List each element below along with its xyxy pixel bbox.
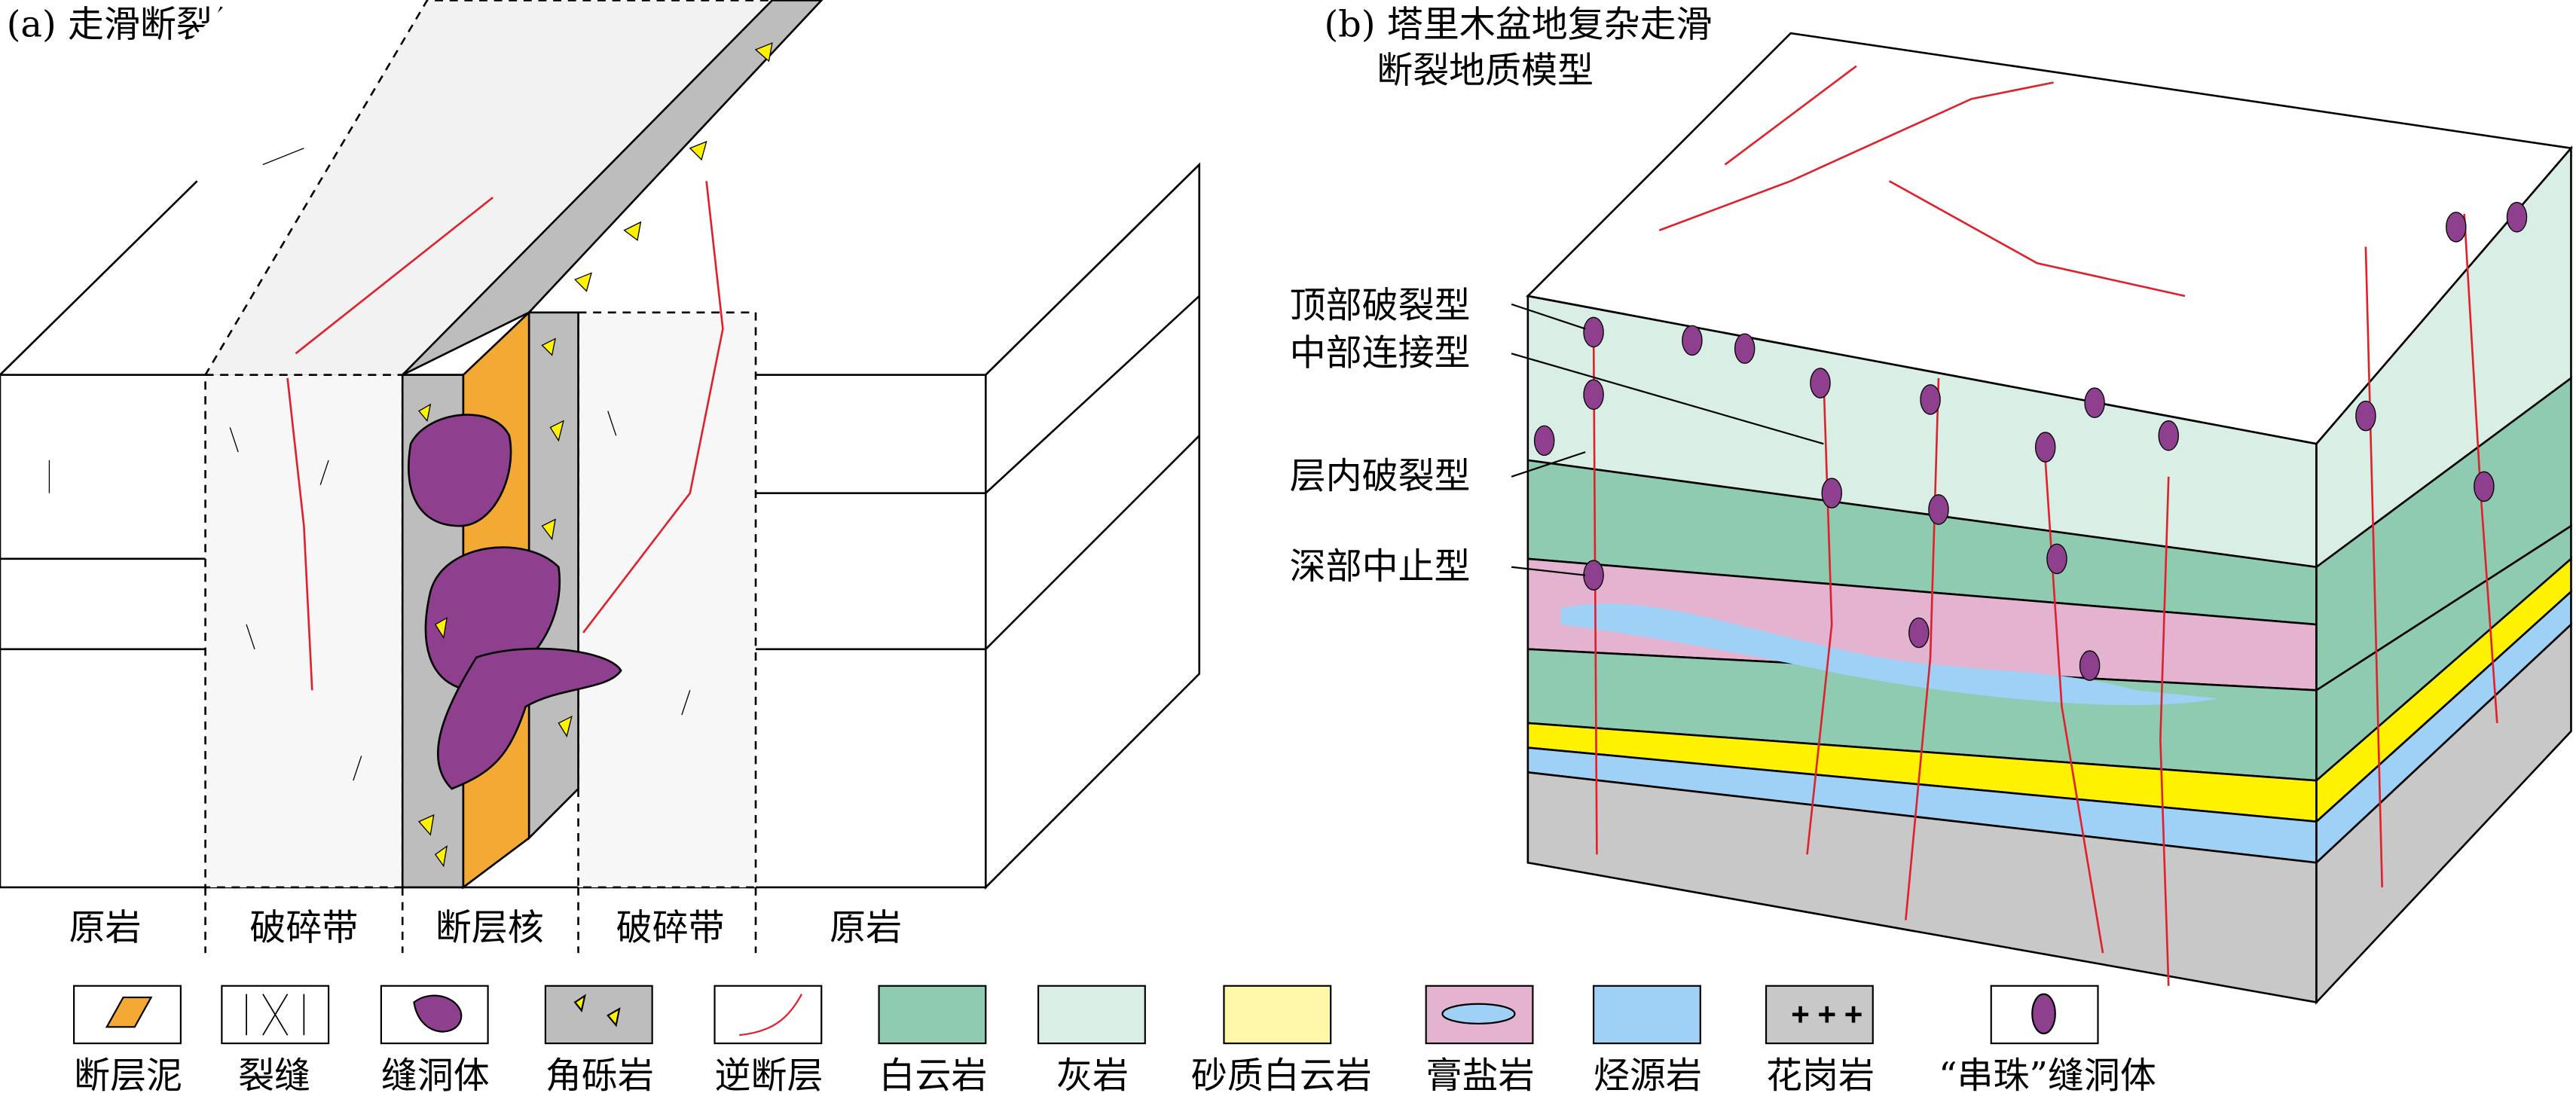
legend-label: 膏盐岩 <box>1426 1055 1535 1093</box>
legend-item-dolomite <box>878 985 987 1045</box>
legend-item-gypsum-salt <box>1425 985 1534 1045</box>
legend-item-sandy-dolomite <box>1223 985 1332 1045</box>
zone-label-fault-core: 断层核 <box>435 907 544 949</box>
legend-label: 白云岩 <box>879 1055 988 1093</box>
zone-label-host-rock-right: 原岩 <box>830 907 902 949</box>
legend-label: 缝洞体 <box>381 1055 490 1093</box>
zone-label-damage-zone-left: 破碎带 <box>249 907 358 949</box>
legend-label: 花岗岩 <box>1766 1055 1875 1093</box>
legend-item-reverse-fault <box>714 985 823 1045</box>
legend-item-source-rock <box>1592 985 1701 1045</box>
legend-item-granite: + + + <box>1765 985 1874 1045</box>
zone-label-damage-zone-right: 破碎带 <box>616 907 725 949</box>
legend-item-limestone <box>1037 985 1146 1045</box>
legend-item-breccia <box>544 985 653 1045</box>
legend-label: 砂质白云岩 <box>1191 1055 1372 1093</box>
legend-label: 角砾岩 <box>545 1055 654 1093</box>
legend: + + + <box>73 985 2099 1045</box>
legend-label: 逆断层 <box>715 1055 824 1093</box>
strike-slip-block-model <box>0 0 1201 954</box>
legend-item-fault-gouge <box>73 985 182 1045</box>
legend-label: “串珠”缝洞体 <box>1939 1055 2156 1093</box>
legend-item-cave <box>380 985 489 1045</box>
legend-item-beaded-cave <box>1990 985 2099 1045</box>
annotation-deep-termination: 深部中止型 <box>1290 545 1471 588</box>
annotation-middle-linkage: 中部连接型 <box>1290 332 1471 374</box>
annotation-intra-layer-rupture: 层内破裂型 <box>1290 455 1471 497</box>
zone-label-host-rock-left: 原岩 <box>69 907 142 949</box>
annotation-top-rupture: 顶部破裂型 <box>1290 284 1471 326</box>
panel-b-title-line2: 断裂地质模型 <box>1377 50 1594 92</box>
tarim-basin-geological-block <box>1511 32 2574 1005</box>
svg-text:+ + +: + + + <box>1791 1002 1863 1028</box>
legend-label: 断层泥 <box>74 1055 182 1093</box>
panel-b-title-line1: (b) 塔里木盆地复杂走滑 <box>1324 3 1712 45</box>
legend-label: 灰岩 <box>1056 1055 1129 1093</box>
legend-label: 烃源岩 <box>1594 1055 1702 1093</box>
legend-item-fracture <box>221 985 330 1045</box>
legend-label: 裂缝 <box>238 1055 310 1093</box>
legend-labels: 断层泥 裂缝 缝洞体 角砾岩 逆断层 白云岩 灰岩 砂质白云岩 膏盐岩 烃源岩 … <box>74 1055 2156 1093</box>
